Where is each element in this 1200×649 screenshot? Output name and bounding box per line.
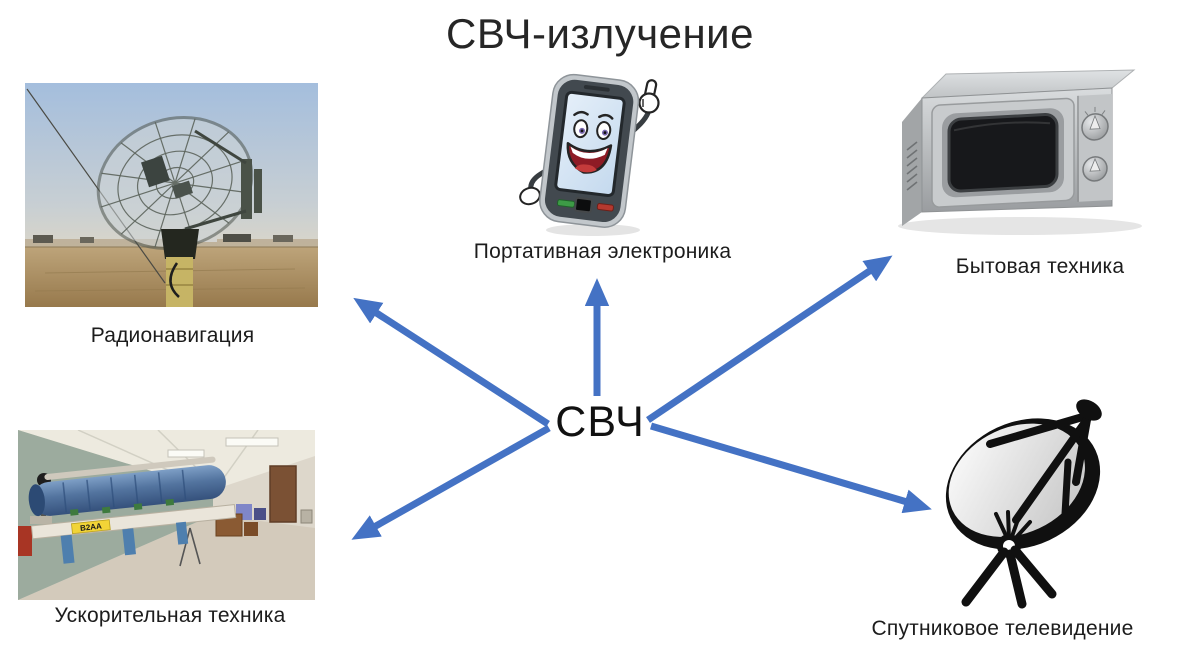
satellite-dish-icon <box>938 384 1128 609</box>
arrow-to-household-appliances <box>646 255 893 423</box>
microwave-oven-photo <box>872 58 1162 240</box>
label-accelerator-technology: Ускорительная техника <box>54 604 286 627</box>
label-household-appliances: Бытовая техника <box>955 255 1125 278</box>
arrow-to-radio-navigation <box>353 297 550 427</box>
arrow-to-accelerator-technology <box>351 424 551 540</box>
accelerator-beam-label: B2AA <box>80 522 103 533</box>
radar-antenna-photo <box>25 83 318 307</box>
center-node-label: СВЧ <box>555 398 645 446</box>
particle-accelerator-photo: B2AA <box>18 430 315 600</box>
label-radio-navigation: Радионавигация <box>90 324 255 347</box>
cartoon-smartphone-icon <box>515 72 665 238</box>
page-title: СВЧ-излучение <box>446 10 754 57</box>
label-satellite-tv: Спутниковое телевидение <box>871 617 1134 640</box>
label-portable-electronics: Портативная электроника <box>473 240 732 263</box>
arrow-to-satellite-tv <box>650 422 932 514</box>
